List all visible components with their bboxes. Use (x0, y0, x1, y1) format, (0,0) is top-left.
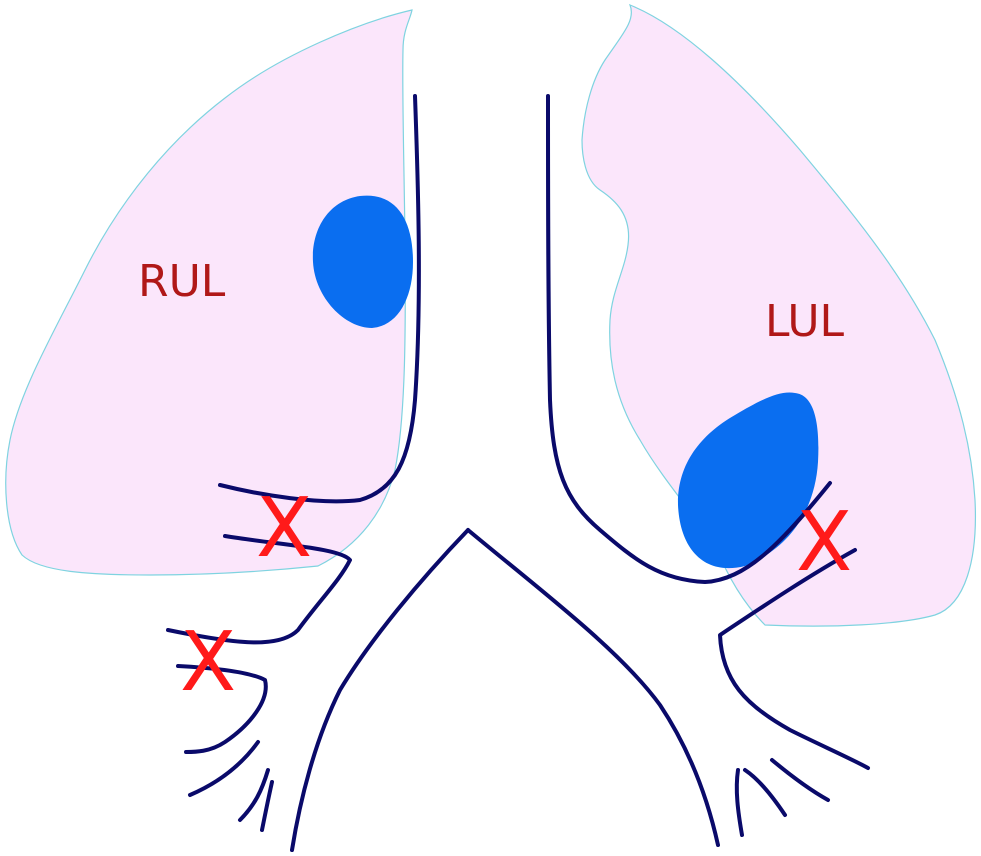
left-subbranch-3 (772, 760, 828, 800)
x-mark-right-lower: X (180, 615, 236, 710)
x-mark-left: X (796, 495, 852, 590)
left-subbranch-1 (737, 770, 742, 835)
x-mark-right-upper: X (256, 481, 312, 576)
left-subbranch-2 (745, 770, 785, 815)
rul-label: RUL (138, 256, 226, 307)
lul-label: LUL (765, 296, 845, 347)
carina-left-branch (292, 530, 468, 850)
right-subbranch-3 (262, 782, 272, 830)
